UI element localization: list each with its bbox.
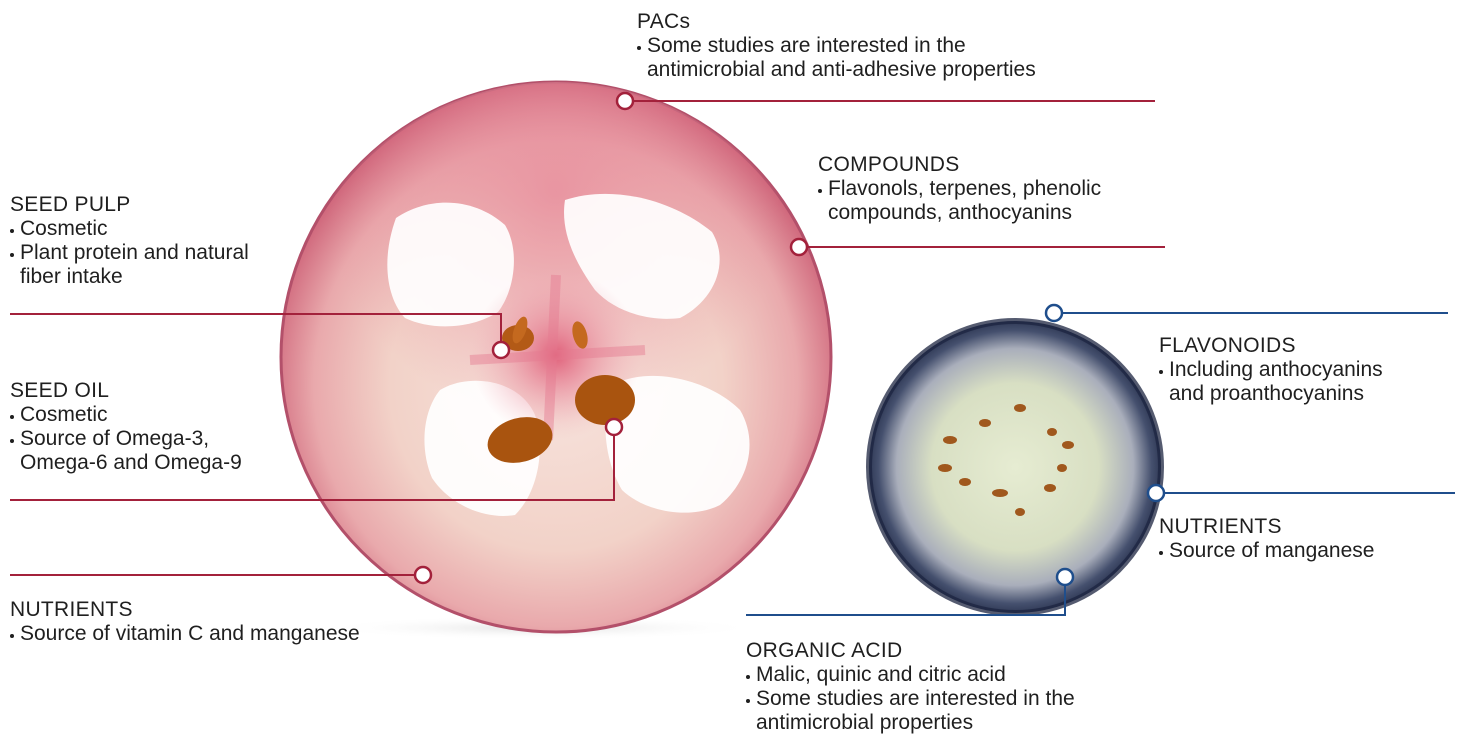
seed-pulp-title: SEED PULP xyxy=(10,193,249,217)
cranberry-nutrients-callout: NUTRIENTS Source of vitamin C and mangan… xyxy=(10,598,360,646)
organic-acid-bullet-2-line-1: Some studies are interested in the xyxy=(756,687,1075,710)
seed-pulp-bullet-1: Cosmetic xyxy=(10,217,249,241)
organic-acid-marker xyxy=(1057,569,1073,585)
compounds-callout: COMPOUNDS Flavonols, terpenes, phenolic … xyxy=(818,153,1101,225)
blueberry-seed xyxy=(1062,441,1074,449)
flavonoids-bullet-line-1: Including anthocyanins xyxy=(1169,358,1383,381)
blueberry-seed xyxy=(943,436,957,444)
compounds-bullet-line-1: Flavonols, terpenes, phenolic xyxy=(828,177,1101,200)
seed-pulp-bullet-2-line-2: fiber intake xyxy=(20,265,123,288)
blueberry-seed xyxy=(1044,484,1056,492)
blueberry-nutrients-bullet: Source of manganese xyxy=(1159,539,1374,563)
flavonoids-bullet: Including anthocyanins and proanthocyani… xyxy=(1159,358,1383,406)
flavonoids-bullet-line-2: and proanthocyanins xyxy=(1169,382,1364,405)
blueberry-nutrients-title: NUTRIENTS xyxy=(1159,515,1374,539)
flavonoids-marker xyxy=(1046,305,1062,321)
seed-oil-callout: SEED OIL Cosmetic Source of Omega-3, Ome… xyxy=(10,379,242,475)
seed-oil-bullet-2-line-2: Omega-6 and Omega-9 xyxy=(20,451,242,474)
pacs-bullet-line-2: antimicrobial and anti-adhesive properti… xyxy=(647,58,1036,81)
cranberry-nutrients-title: NUTRIENTS xyxy=(10,598,360,622)
pacs-title: PACs xyxy=(637,10,1036,34)
organic-acid-callout: ORGANIC ACID Malic, quinic and citric ac… xyxy=(746,639,1075,735)
seed-oil-marker xyxy=(606,419,622,435)
organic-acid-bullet-2: Some studies are interested in the antim… xyxy=(746,687,1075,735)
blueberry-seed xyxy=(1014,404,1026,412)
pacs-callout: PACs Some studies are interested in the … xyxy=(637,10,1036,82)
blueberry-seed xyxy=(959,478,971,486)
organic-acid-bullet-1: Malic, quinic and citric acid xyxy=(746,663,1075,687)
blueberry-seed xyxy=(1015,508,1025,516)
seed-oil-title: SEED OIL xyxy=(10,379,242,403)
cranberry-nutrients-bullet: Source of vitamin C and manganese xyxy=(10,622,360,646)
seed-pulp-bullet-2: Plant protein and natural fiber intake xyxy=(10,241,249,289)
pacs-marker xyxy=(617,93,633,109)
blueberry-nutrients-callout: NUTRIENTS Source of manganese xyxy=(1159,515,1374,563)
seed-pulp-marker xyxy=(493,342,509,358)
flavonoids-callout: FLAVONOIDS Including anthocyanins and pr… xyxy=(1159,334,1383,406)
seed-oil-bullet-2-line-1: Source of Omega-3, xyxy=(20,427,209,450)
seed-oil-bullet-2: Source of Omega-3, Omega-6 and Omega-9 xyxy=(10,427,242,475)
compounds-bullet: Flavonols, terpenes, phenolic compounds,… xyxy=(818,177,1101,225)
compounds-bullet-line-2: compounds, anthocyanins xyxy=(828,201,1072,224)
seed-oil-bullet-1: Cosmetic xyxy=(10,403,242,427)
seed-pulp-bullet-2-line-1: Plant protein and natural xyxy=(20,241,249,264)
blueberry-nutrients-marker xyxy=(1148,485,1164,501)
cranberry-seed xyxy=(575,375,635,425)
seed-pulp-callout: SEED PULP Cosmetic Plant protein and nat… xyxy=(10,193,249,289)
flavonoids-title: FLAVONOIDS xyxy=(1159,334,1383,358)
blueberry-seed xyxy=(979,419,991,427)
pacs-bullet: Some studies are interested in the antim… xyxy=(637,34,1036,82)
blueberry-seed xyxy=(1047,428,1057,436)
blueberry-seed xyxy=(1057,464,1067,472)
compounds-title: COMPOUNDS xyxy=(818,153,1101,177)
compounds-marker xyxy=(791,239,807,255)
cranberry-nutrients-marker xyxy=(415,567,431,583)
cranberry-slice xyxy=(281,82,831,632)
blueberry-seed xyxy=(992,489,1008,497)
pacs-bullet-line-1: Some studies are interested in the xyxy=(647,34,966,57)
blueberry-slice xyxy=(869,321,1161,613)
organic-acid-bullet-2-line-2: antimicrobial properties xyxy=(756,711,973,734)
organic-acid-title: ORGANIC ACID xyxy=(746,639,1075,663)
blueberry-seed xyxy=(938,464,952,472)
